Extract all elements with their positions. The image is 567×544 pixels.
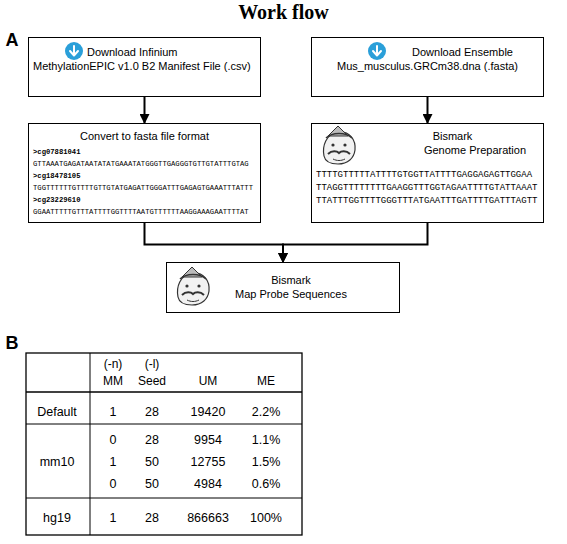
table-cell: 1 <box>110 405 117 419</box>
sequence-line: >cg23229610 <box>33 194 256 206</box>
process-box: Download Ensemble Mus_musculus.GRCm38.dn… <box>311 37 544 97</box>
table-cell: 0 <box>110 433 117 447</box>
process-box: Download Infinium MethylationEPIC v1.0 B… <box>28 37 261 97</box>
table-cell: 19420 <box>191 405 226 419</box>
box-label: Download Infinium MethylationEPIC v1.0 B… <box>33 45 256 73</box>
table-cell: hg19 <box>43 511 71 525</box>
table-cell: 50 <box>145 477 159 491</box>
wrap-spacer <box>187 273 267 287</box>
process-box: Bismark Genome PreparationTTTTGTTTTTATTT… <box>311 123 544 223</box>
download-icon <box>65 42 83 60</box>
flow-arrow <box>145 223 284 262</box>
process-box: Bismark Map Probe Sequences <box>166 262 400 313</box>
sequence-line: >cg07881041 <box>33 146 256 158</box>
box-label: Download Ensemble Mus_musculus.GRCm38.dn… <box>316 45 539 73</box>
table-cell: 28 <box>145 433 159 447</box>
table-cell: 0.6% <box>252 477 281 491</box>
sequence-line: GTTAAATGAGATAATATATGAAATATGGGTTGAGGGTGTT… <box>33 158 256 170</box>
box-label: Bismark Genome Preparation <box>316 129 539 157</box>
table-cell: 1 <box>110 511 117 525</box>
sequence-line: TGGTTTTTTGTTTTGTTGTATGAGATTGGGATTTGAGAGT… <box>33 182 256 194</box>
table-cell: UM <box>199 374 218 388</box>
process-box: Convert to fasta file format>cg07881041G… <box>28 123 261 223</box>
table-cell: 1.5% <box>252 455 281 469</box>
download-icon <box>368 42 386 60</box>
wrap-spacer <box>316 45 386 59</box>
sequence-line: TTTTGTTTTTATTTTGTGGTTATTTTGAGGAGAGTTGGAA <box>316 163 539 182</box>
table-cell: 50 <box>145 455 159 469</box>
table-cell: 2.2% <box>252 405 281 419</box>
box-label: Convert to fasta file format <box>33 129 256 143</box>
table-cell: 866663 <box>187 511 229 525</box>
table-cell: MM <box>103 374 123 388</box>
bismark-icon <box>324 126 356 164</box>
sequence-line: TTATTTGGTTTTGGGTTTATGAATTTGATTTTGATTTAGT… <box>316 195 539 208</box>
table-cell: (-l) <box>145 357 160 371</box>
table-cell: 28 <box>145 405 159 419</box>
sequence-line: TTAGGTTTTTTTTGAAGGTTTGGTAGAATTTTGTATTAAA… <box>316 182 539 195</box>
box-label: Bismark Map Probe Sequences <box>187 273 395 301</box>
flow-arrow <box>427 97 429 123</box>
table-cell: 9954 <box>194 433 222 447</box>
table-cell: 4984 <box>194 477 222 491</box>
table-cell: Seed <box>138 374 166 388</box>
flow-arrow <box>144 97 146 123</box>
sequence-line: >cg18478105 <box>33 170 256 182</box>
table-cell: Default <box>37 405 77 419</box>
table-cell: 1.1% <box>252 433 281 447</box>
wrap-spacer <box>315 273 395 287</box>
table-cell: (-n) <box>104 357 123 371</box>
table-cell: 0 <box>110 477 117 491</box>
results-table <box>26 353 302 535</box>
wrap-spacer <box>494 129 539 141</box>
table-cell: 1 <box>110 455 117 469</box>
table-cell: ME <box>257 374 275 388</box>
panel-letter: B <box>6 333 19 354</box>
wrap-spacer <box>316 129 411 163</box>
table-cell: 28 <box>145 511 159 525</box>
table-cell: 12755 <box>191 455 226 469</box>
bismark-icon <box>178 267 210 305</box>
table-cell: mm10 <box>40 455 75 469</box>
flow-arrow <box>283 223 428 262</box>
sequence-line: GGAATTTTTGTTTATTTTGGTTTTAATGTTTTTTAAGGAA… <box>33 206 256 218</box>
panel-letter: A <box>6 30 19 51</box>
table-cell: 100% <box>250 511 282 525</box>
figure-title: Work flow <box>0 1 567 24</box>
wrap-spacer <box>33 45 87 59</box>
